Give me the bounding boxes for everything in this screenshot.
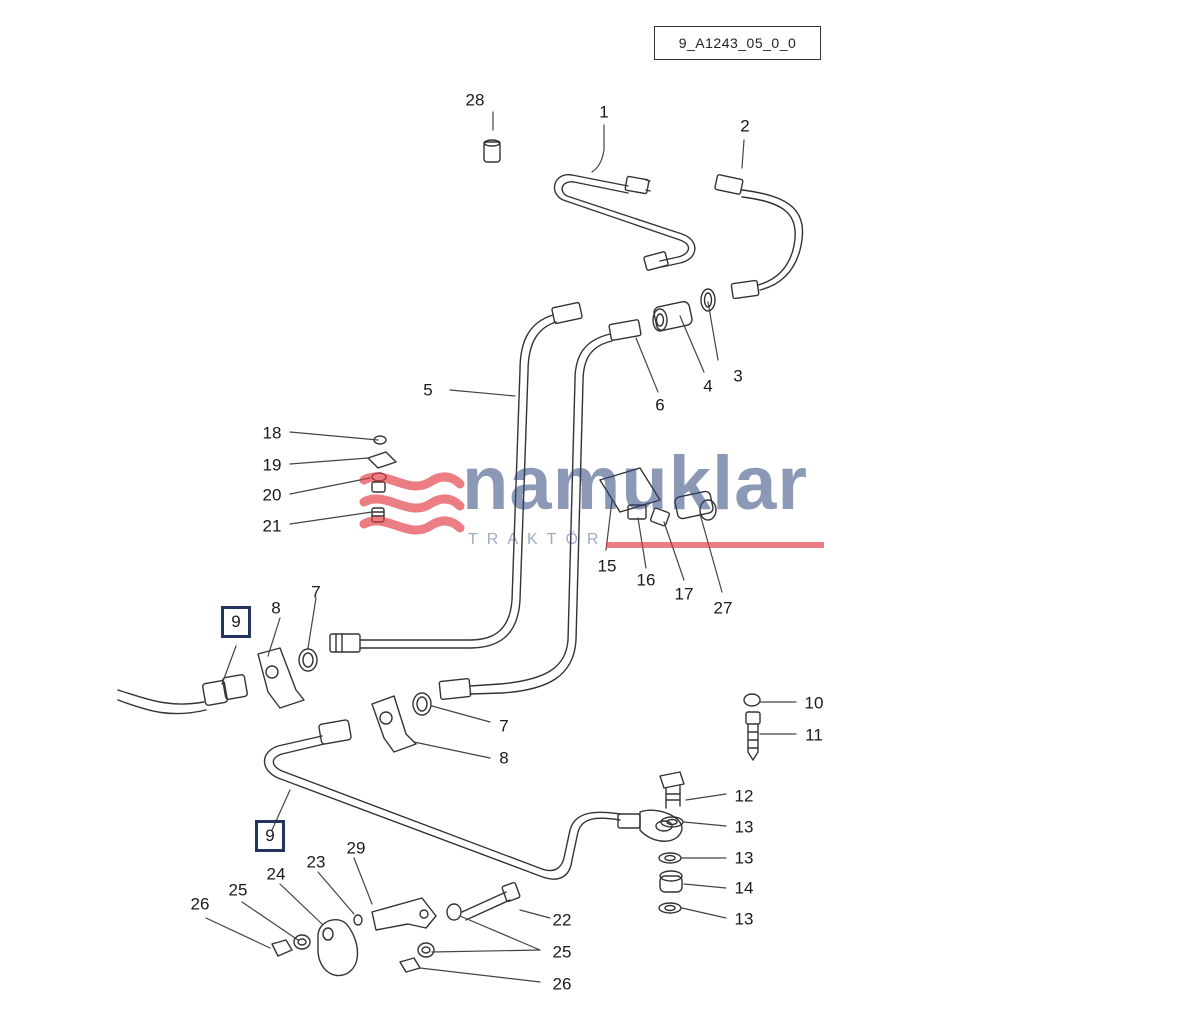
callout-3: 3 <box>733 366 743 386</box>
callout-28: 28 <box>465 90 485 110</box>
callout-25-left: 25 <box>228 880 248 900</box>
callout-4: 4 <box>703 376 713 396</box>
callout-11: 11 <box>805 725 823 745</box>
clamp-assembly <box>271 881 521 977</box>
part-28-sleeve <box>483 139 501 163</box>
callout-5: 5 <box>423 380 433 400</box>
callout-6: 6 <box>655 395 665 415</box>
parts-10-11 <box>743 693 761 761</box>
callout-22: 22 <box>552 910 572 930</box>
bracket-8-lower <box>371 695 417 753</box>
callout-10: 10 <box>804 693 824 713</box>
callout-12: 12 <box>734 786 754 806</box>
callout-1: 1 <box>599 102 609 122</box>
callout-2: 2 <box>740 116 750 136</box>
parts-12-14 <box>658 771 685 914</box>
callout-8-upper: 8 <box>271 598 281 618</box>
watermark-logo-icon <box>359 472 465 535</box>
pipe-2 <box>714 174 804 300</box>
callout-24: 24 <box>266 864 286 884</box>
callout-8-lower: 8 <box>499 748 509 768</box>
callout-25-right: 25 <box>552 942 572 962</box>
leader-lines <box>205 111 797 983</box>
watermark-bar <box>606 542 824 548</box>
callout-16: 16 <box>636 570 656 590</box>
pipe-6 <box>438 319 642 701</box>
pipe-5 <box>329 301 583 653</box>
callout-18: 18 <box>262 423 282 443</box>
callout-7-lower: 7 <box>499 716 509 736</box>
reference-code: 9_A1243_05_0_0 <box>654 26 821 60</box>
callout-26-left: 26 <box>190 894 210 914</box>
callout-19: 19 <box>262 455 282 475</box>
callout-17: 17 <box>674 584 694 604</box>
callout-26-right: 26 <box>552 974 572 994</box>
callout-29: 29 <box>346 838 366 858</box>
callout-7-upper: 7 <box>311 582 321 602</box>
callout-13-b: 13 <box>734 848 754 868</box>
callout-13-a: 13 <box>734 817 754 837</box>
bracket-8-upper <box>257 647 305 709</box>
pipe-9-lower <box>263 719 683 880</box>
parts-15-17-27 <box>599 467 717 527</box>
oring-7-upper <box>298 648 318 672</box>
watermark-subtitle: TRAKTÖR <box>468 531 608 548</box>
callout-9-highlighted-lower: 9 <box>255 820 285 852</box>
callout-27: 27 <box>713 598 733 618</box>
callout-21: 21 <box>262 516 282 536</box>
callout-15: 15 <box>597 556 617 576</box>
hose-9-upper <box>117 674 248 715</box>
watermark-name: namuklar <box>462 441 808 526</box>
part-3-oring <box>700 288 716 312</box>
callout-20: 20 <box>262 485 282 505</box>
oring-7-lower <box>412 692 432 716</box>
callout-13-c: 13 <box>734 909 754 929</box>
callout-9-highlighted-upper: 9 <box>221 606 251 638</box>
pipe-1 <box>554 174 696 271</box>
callout-14: 14 <box>734 878 754 898</box>
callout-23: 23 <box>306 852 326 872</box>
part-4-union <box>652 300 693 332</box>
